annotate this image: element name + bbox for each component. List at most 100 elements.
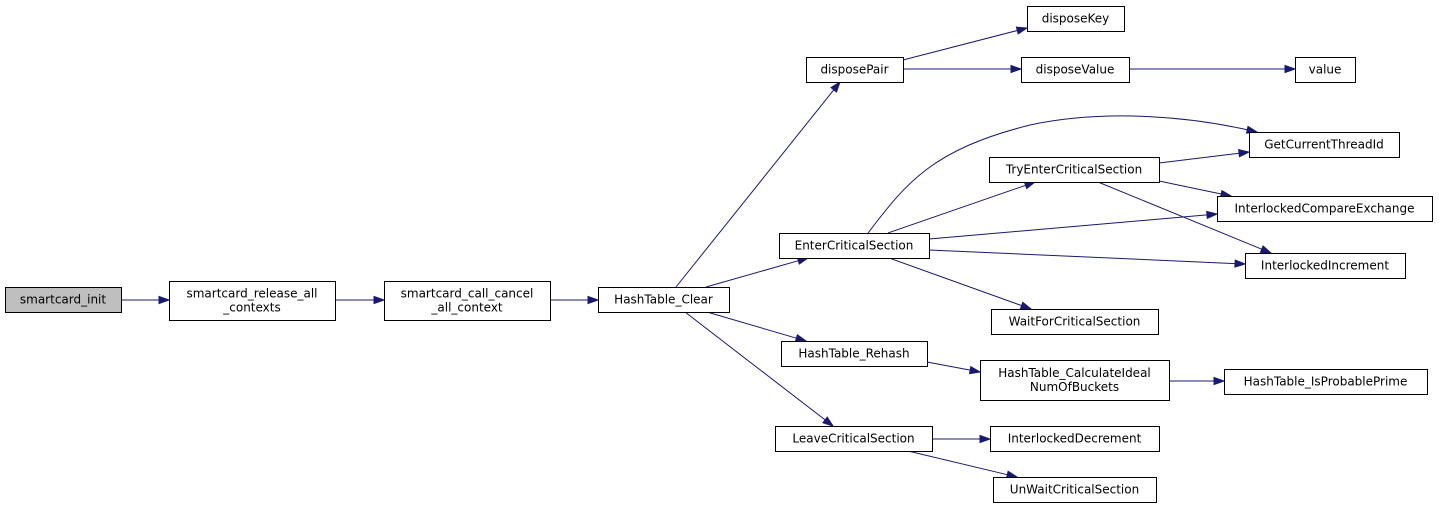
node-tryentercriticalsection[interactable]: TryEnterCriticalSection: [989, 157, 1160, 183]
node-box[interactable]: [991, 309, 1159, 335]
node-label: HashTable_CalculateIdeal: [998, 366, 1151, 380]
node-box[interactable]: [779, 233, 930, 259]
edge-line: [928, 214, 1208, 240]
node-box[interactable]: [806, 57, 904, 83]
node-label: _contexts: [222, 301, 280, 315]
node-label: smartcard_call_cancel: [401, 287, 534, 301]
edge-line: [907, 450, 1008, 476]
edge-entercriticalsection-to-interlockedcompareexchange: [928, 210, 1219, 240]
node-label: InterlockedIncrement: [1261, 259, 1389, 273]
node-box[interactable]: [1295, 57, 1356, 83]
arrowhead-icon: [830, 80, 841, 93]
node-label: disposeKey: [1042, 12, 1110, 26]
node-smartcard-call-cancel-all-context[interactable]: smartcard_call_cancel_all_context: [384, 281, 551, 321]
edge-entercriticalsection-to-tryentercriticalsection: [887, 181, 1037, 234]
edge-line: [1158, 152, 1240, 164]
node-label: UnWaitCriticalSection: [1010, 483, 1139, 497]
node-box[interactable]: [1245, 253, 1406, 279]
edge-line: [887, 184, 1026, 234]
edge-hashtable-clear-to-leavecriticalsection: [684, 311, 835, 427]
node-label: HashTable_Rehash: [798, 347, 909, 361]
arrowhead-icon: [1010, 64, 1023, 74]
node-hashtable-isprobableprime[interactable]: HashTable_IsProbablePrime: [1224, 369, 1428, 395]
arrowhead-icon: [1213, 376, 1226, 386]
edge-tryentercriticalsection-to-interlockedcompareexchange: [1158, 180, 1233, 198]
arrowhead-icon: [979, 434, 992, 444]
node-disposevalue[interactable]: disposeValue: [1021, 57, 1130, 83]
node-box[interactable]: [989, 157, 1160, 183]
node-interlockedincrement[interactable]: InterlockedIncrement: [1245, 253, 1406, 279]
node-waitforcriticalsection[interactable]: WaitForCriticalSection: [991, 309, 1159, 335]
edge-line: [928, 249, 1236, 265]
node-label: value: [1309, 63, 1342, 77]
edge-line: [1158, 180, 1222, 195]
node-label: smartcard_init: [20, 293, 106, 307]
edge-hashtable-clear-to-entercriticalsection: [705, 256, 810, 288]
node-label: EnterCriticalSection: [795, 239, 914, 253]
edge-line: [706, 311, 797, 339]
node-smartcard-release-all-contexts[interactable]: smartcard_release_all_contexts: [169, 281, 336, 321]
edge-line: [684, 311, 826, 421]
arrowhead-icon: [1238, 149, 1251, 158]
node-box[interactable]: [980, 360, 1170, 401]
node-box[interactable]: [990, 426, 1160, 452]
node-disposepair[interactable]: disposePair: [806, 57, 904, 83]
node-value[interactable]: value: [1295, 57, 1356, 83]
node-box[interactable]: [1027, 6, 1125, 32]
arrowhead-icon: [968, 365, 982, 375]
node-entercriticalsection[interactable]: EnterCriticalSection: [779, 233, 930, 259]
node-box[interactable]: [781, 341, 928, 367]
arrowhead-icon: [1019, 301, 1033, 310]
node-box[interactable]: [169, 281, 336, 321]
arrowhead-icon: [158, 295, 171, 305]
node-label: TryEnterCriticalSection: [1005, 163, 1142, 177]
node-box[interactable]: [1224, 369, 1428, 395]
edge-tryentercriticalsection-to-getcurrentthreadid: [1158, 149, 1251, 164]
node-leavecriticalsection[interactable]: LeaveCriticalSection: [775, 426, 933, 452]
edge-tryentercriticalsection-to-interlockedincrement: [1097, 181, 1273, 254]
edge-hashtable-clear-to-disposepair: [675, 80, 841, 288]
node-label: HashTable_IsProbablePrime: [1244, 375, 1408, 389]
arrowhead-icon: [1259, 245, 1273, 254]
node-hashtable-rehash[interactable]: HashTable_Rehash: [781, 341, 928, 367]
node-box[interactable]: [775, 426, 933, 452]
node-label: GetCurrentThreadId: [1264, 138, 1384, 152]
edge-line: [902, 30, 1018, 61]
arrowhead-icon: [794, 333, 808, 343]
node-interlockeddecrement[interactable]: InterlockedDecrement: [990, 426, 1160, 452]
arrowhead-icon: [1284, 64, 1297, 74]
node-box[interactable]: [5, 287, 122, 313]
node-smartcard-init[interactable]: smartcard_init: [5, 287, 122, 313]
arrowhead-icon: [1234, 259, 1247, 268]
edge-hashtable-calculateidealnumofbuckets-to-hashtable-isprobableprime: [1169, 376, 1226, 386]
call-edges: [121, 26, 1297, 479]
edge-hashtable-rehash-to-hashtable-calculateidealnumofbuckets: [926, 361, 982, 375]
node-getcurrentthreadid[interactable]: GetCurrentThreadId: [1249, 132, 1400, 158]
edge-line: [926, 361, 971, 371]
node-box[interactable]: [1217, 196, 1433, 222]
node-hashtable-clear[interactable]: HashTable_Clear: [598, 287, 730, 313]
node-box[interactable]: [384, 281, 551, 321]
node-disposekey[interactable]: disposeKey: [1027, 6, 1125, 32]
node-interlockedcompareexchange[interactable]: InterlockedCompareExchange: [1217, 196, 1433, 222]
node-label: WaitForCriticalSection: [1009, 315, 1141, 329]
edge-hashtable-clear-to-hashtable-rehash: [706, 311, 808, 343]
edge-leavecriticalsection-to-unwaitcriticalsection: [907, 450, 1019, 479]
edge-entercriticalsection-to-waitforcriticalsection: [888, 257, 1033, 310]
node-box[interactable]: [993, 477, 1157, 503]
node-label: NumOfBuckets: [1030, 380, 1119, 394]
node-box[interactable]: [1021, 57, 1130, 83]
node-label: disposeValue: [1036, 63, 1115, 77]
edge-smartcard-release-all-contexts-to-smartcard-call-cancel-all-context: [335, 295, 386, 305]
edge-smartcard-call-cancel-all-context-to-hashtable-clear: [550, 295, 600, 305]
edge-line: [867, 115, 1248, 234]
node-box[interactable]: [1249, 132, 1400, 158]
node-box[interactable]: [598, 287, 730, 313]
edge-disposepair-to-disposevalue: [903, 64, 1023, 74]
node-unwaitcriticalsection[interactable]: UnWaitCriticalSection: [993, 477, 1157, 503]
edge-smartcard-init-to-smartcard-release-all-contexts: [121, 295, 171, 305]
edge-line: [1097, 181, 1262, 250]
edge-disposevalue-to-value: [1129, 64, 1297, 74]
